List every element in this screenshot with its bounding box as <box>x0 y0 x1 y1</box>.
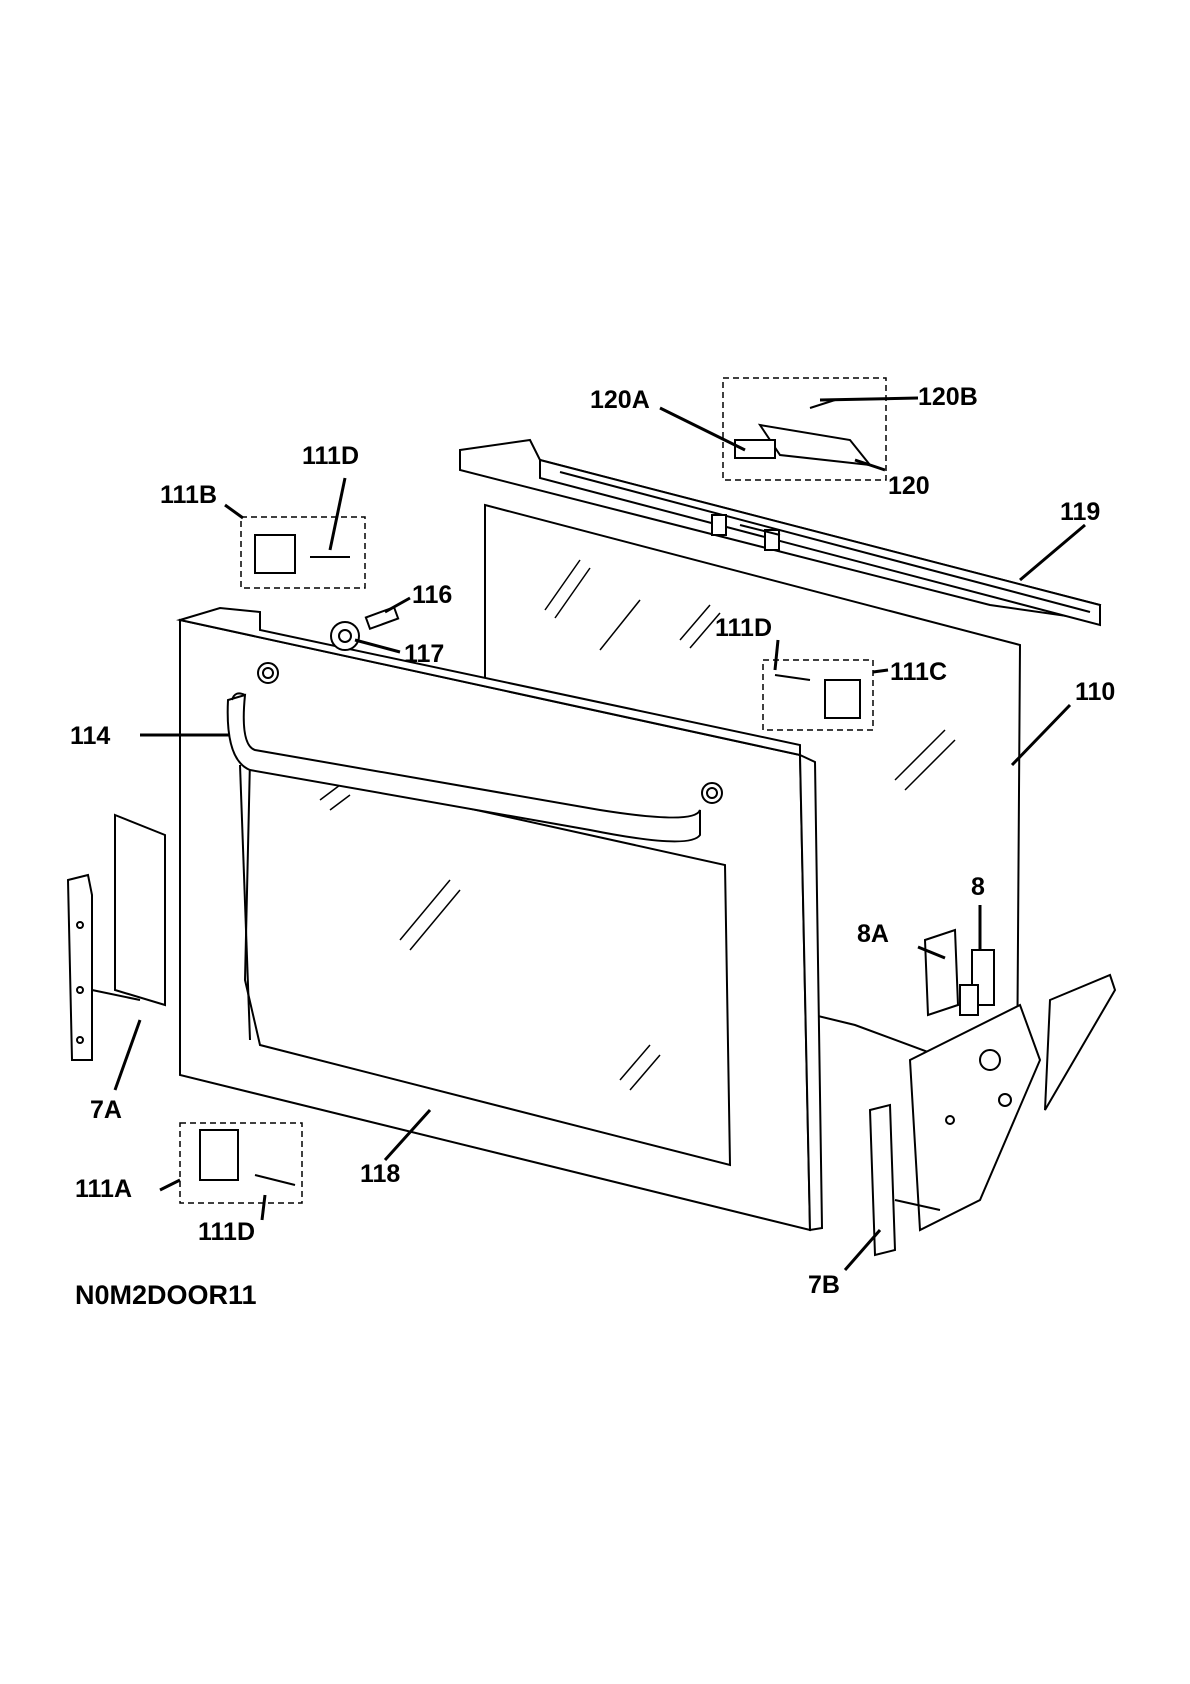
label-8: 8 <box>971 873 985 901</box>
label-7a: 7A <box>90 1096 122 1124</box>
label-111a: 111A <box>75 1175 132 1203</box>
clip-parts-111a <box>199 1129 296 1186</box>
left-hinge <box>66 813 166 1061</box>
label-120a: 120A <box>590 386 650 414</box>
top-trim-profile <box>459 438 1102 627</box>
clip-parts-111c <box>774 674 861 719</box>
latch-parts-120 <box>734 399 873 467</box>
label-7b: 7B <box>808 1271 840 1299</box>
label-111d-top: 111D <box>302 442 359 470</box>
label-111d-mid: 111D <box>715 614 772 642</box>
detail-box-111c <box>762 659 874 731</box>
label-110: 110 <box>1075 678 1115 706</box>
detail-box-111b <box>240 516 366 589</box>
label-111d-bot: 111D <box>198 1218 255 1246</box>
outer-door-panel <box>176 606 824 1232</box>
label-111c: 111C <box>890 658 947 686</box>
door-handle <box>226 692 701 843</box>
detail-box-111a <box>179 1122 303 1204</box>
door-switch <box>923 928 995 1017</box>
label-120b: 120B <box>918 383 978 411</box>
right-hinge <box>868 973 1117 1257</box>
label-120: 120 <box>888 472 930 500</box>
detail-box-120 <box>722 377 887 481</box>
label-8a: 8A <box>857 920 889 948</box>
label-114: 114 <box>70 722 110 750</box>
screw-and-washer <box>330 605 400 651</box>
label-116: 116 <box>412 581 452 609</box>
clip-parts-111b <box>254 534 350 574</box>
label-111b: 111B <box>160 481 217 509</box>
drawing-code: N0M2DOOR11 <box>75 1280 257 1310</box>
label-119: 119 <box>1060 498 1100 526</box>
label-117: 117 <box>404 640 444 668</box>
label-118: 118 <box>360 1160 400 1188</box>
